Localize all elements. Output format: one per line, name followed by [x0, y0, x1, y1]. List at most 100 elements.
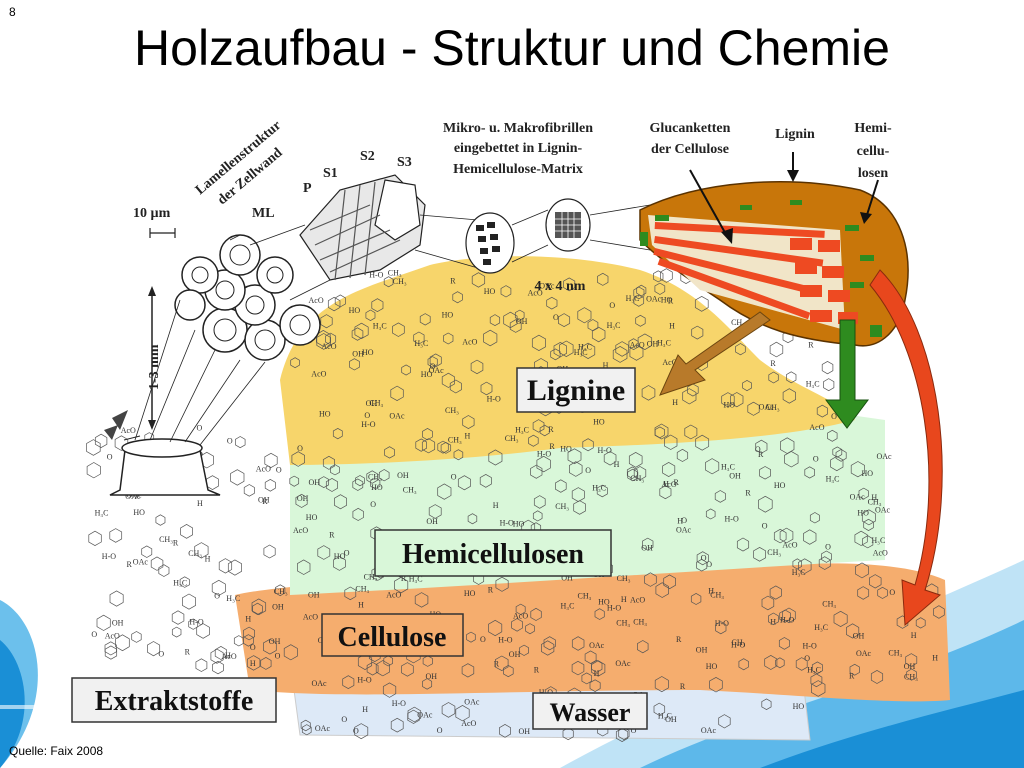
label-fibrils-2: eingebettet in Lignin- [454, 141, 583, 156]
svg-text:OH: OH [258, 495, 270, 504]
svg-text:H₃C: H₃C [807, 666, 821, 675]
svg-text:OH: OH [729, 471, 741, 480]
svg-text:R: R [450, 276, 456, 285]
svg-text:CH₃: CH₃ [368, 472, 382, 481]
svg-text:AcO: AcO [462, 338, 477, 347]
svg-text:OH: OH [297, 494, 309, 503]
svg-text:HO: HO [706, 662, 718, 671]
svg-text:O: O [276, 466, 282, 475]
svg-text:R: R [494, 659, 500, 668]
svg-text:OH: OH [904, 662, 916, 671]
svg-text:H: H [250, 659, 256, 668]
svg-text:OAc: OAc [389, 411, 405, 420]
svg-text:H-O: H-O [498, 636, 512, 645]
svg-text:Extraktstoffe: Extraktstoffe [95, 686, 254, 717]
svg-text:CH₃: CH₃ [448, 435, 462, 444]
svg-text:OH: OH [308, 591, 320, 600]
svg-text:H₃C: H₃C [607, 321, 621, 330]
extraktstoffe-box: Extraktstoffe [71, 677, 277, 723]
svg-text:H: H [245, 615, 251, 624]
svg-text:AcO: AcO [256, 464, 271, 473]
svg-text:O: O [437, 726, 443, 735]
svg-text:HO: HO [306, 513, 318, 522]
svg-text:R: R [770, 359, 776, 368]
svg-text:OH: OH [665, 715, 677, 724]
svg-text:AcO: AcO [105, 631, 120, 640]
svg-text:CH₃: CH₃ [388, 269, 402, 278]
svg-text:H-O: H-O [598, 446, 612, 455]
label-4x4nm: 4 x 4 nm [535, 279, 586, 294]
svg-text:H-O: H-O [189, 617, 203, 626]
svg-text:R: R [534, 666, 540, 675]
svg-text:HO: HO [334, 552, 346, 561]
svg-text:H₃C: H₃C [561, 601, 575, 610]
label-ml: ML [252, 206, 275, 221]
svg-text:CH₃: CH₃ [710, 591, 724, 600]
svg-text:HO: HO [793, 702, 805, 711]
svg-text:H: H [708, 587, 714, 596]
svg-text:AcO: AcO [321, 342, 336, 351]
svg-text:H: H [465, 431, 471, 440]
svg-text:HO: HO [862, 469, 874, 478]
svg-text:OH: OH [561, 573, 573, 582]
svg-text:H: H [614, 460, 620, 469]
svg-text:O: O [227, 437, 233, 446]
lignin-layer [280, 256, 855, 465]
svg-text:H: H [594, 669, 600, 678]
svg-text:H: H [669, 321, 675, 330]
svg-text:CH₃: CH₃ [633, 617, 647, 626]
label-glucanketten: Glucanketten [650, 121, 731, 136]
svg-text:H: H [672, 398, 678, 407]
svg-text:H: H [197, 499, 203, 508]
svg-text:OAc: OAc [417, 710, 433, 719]
label-hemi-3: losen [858, 166, 889, 181]
label-hemi-1: Hemi- [854, 121, 892, 136]
svg-text:CH₃: CH₃ [617, 574, 631, 583]
svg-text:O: O [364, 411, 370, 420]
svg-text:HO: HO [442, 311, 454, 320]
svg-text:O: O [370, 500, 376, 509]
svg-text:AcO: AcO [222, 652, 237, 661]
svg-text:O: O [831, 412, 837, 421]
svg-text:HO: HO [464, 589, 476, 598]
svg-text:R: R [676, 635, 682, 644]
svg-text:HO: HO [349, 306, 361, 315]
svg-text:OAc: OAc [133, 558, 149, 567]
svg-text:OH: OH [641, 544, 653, 553]
svg-text:CH₃: CH₃ [505, 434, 519, 443]
svg-text:R: R [668, 296, 674, 305]
svg-text:Lignine: Lignine [527, 374, 625, 407]
svg-text:CH₃: CH₃ [403, 486, 417, 495]
svg-text:CH₃: CH₃ [868, 498, 882, 507]
svg-text:CH₃: CH₃ [369, 398, 383, 407]
label-der-cellulose: der Cellulose [651, 142, 729, 157]
svg-text:OAc: OAc [850, 493, 866, 502]
svg-text:H-O: H-O [361, 420, 375, 429]
svg-text:HO: HO [774, 481, 786, 490]
svg-text:H₃C: H₃C [592, 484, 606, 493]
svg-text:HO: HO [857, 509, 869, 518]
svg-text:O: O [297, 444, 303, 453]
svg-text:R: R [808, 341, 814, 350]
label-fibrils-1: Mikro- u. Makrofibrillen [443, 121, 593, 136]
svg-text:H₃C: H₃C [871, 536, 885, 545]
svg-text:H: H [932, 654, 938, 663]
svg-text:H₃C: H₃C [657, 339, 671, 348]
label-fibrils-3: Hemicellulose-Matrix [453, 162, 583, 177]
svg-text:H₃C: H₃C [373, 322, 387, 331]
svg-text:O: O [275, 651, 281, 660]
label-lignin: Lignin [775, 127, 815, 142]
label-s1: S1 [323, 166, 338, 181]
svg-text:H₃C: H₃C [658, 712, 672, 721]
svg-text:O: O [214, 591, 220, 600]
svg-text:H-O: H-O [537, 450, 551, 459]
cellulose-arrow [869, 269, 943, 627]
svg-text:HO: HO [421, 370, 433, 379]
svg-text:OAc: OAc [589, 641, 605, 650]
svg-text:H: H [621, 595, 627, 604]
svg-text:CH₃: CH₃ [274, 587, 288, 596]
svg-text:H: H [770, 618, 776, 627]
svg-text:HO: HO [560, 444, 572, 453]
svg-text:OH: OH [696, 645, 708, 654]
svg-text:R: R [401, 574, 407, 583]
